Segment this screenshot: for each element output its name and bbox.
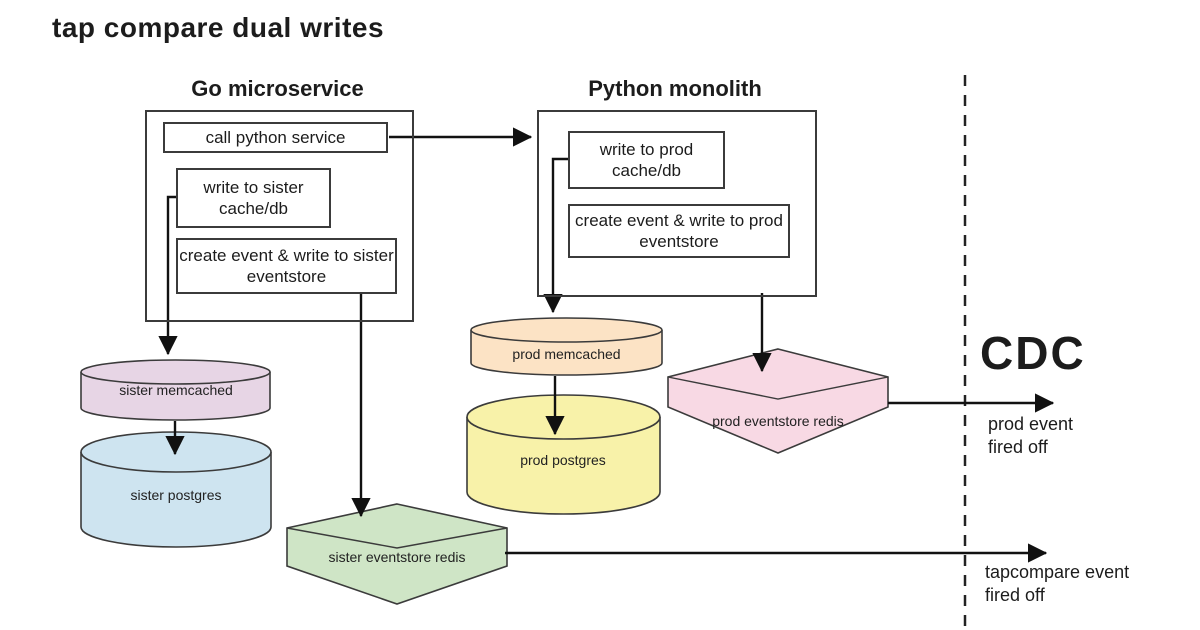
sister-memcached-label: sister memcached [119,382,233,398]
prod-event-fired-label: prod event fired off [988,414,1074,458]
python-monolith-box [537,110,817,297]
python-monolith-label: Python monolith [588,76,762,101]
step-call-python-service: call python service [163,122,388,153]
step-create-prod-event: create event & write to prod eventstore [568,204,790,258]
cdc-title: CDC [980,327,1086,379]
step-write-prod-cache: write to prod cache/db [568,131,725,189]
sister-eventstore-redis-label: sister eventstore redis [328,549,466,565]
prod-memcached-label: prod memcached [512,346,621,362]
sister-memcached-cylinder [80,359,271,421]
step-write-sister-cache: write to sister cache/db [176,168,331,228]
go-microservice-label: Go microservice [191,76,364,101]
prod-memcached-cylinder [470,317,663,376]
go-microservice-box [145,110,414,322]
prod-eventstore-redis-diamond [667,348,889,454]
tapcompare-event-fired-label: tapcompare event fired off [985,562,1130,606]
arrow-write-sister-cache [158,195,178,356]
prod-eventstore-redis-label: prod eventstore redis [712,413,844,429]
sister-postgres-label: sister postgres [130,487,222,503]
prod-postgres-label: prod postgres [520,452,606,468]
arrow-write-prod-cache [543,157,568,314]
sister-eventstore-redis-diamond [286,503,508,605]
diagram-title: tap compare dual writes [52,12,385,43]
step-create-sister-event: create event & write to sister eventstor… [176,238,397,294]
